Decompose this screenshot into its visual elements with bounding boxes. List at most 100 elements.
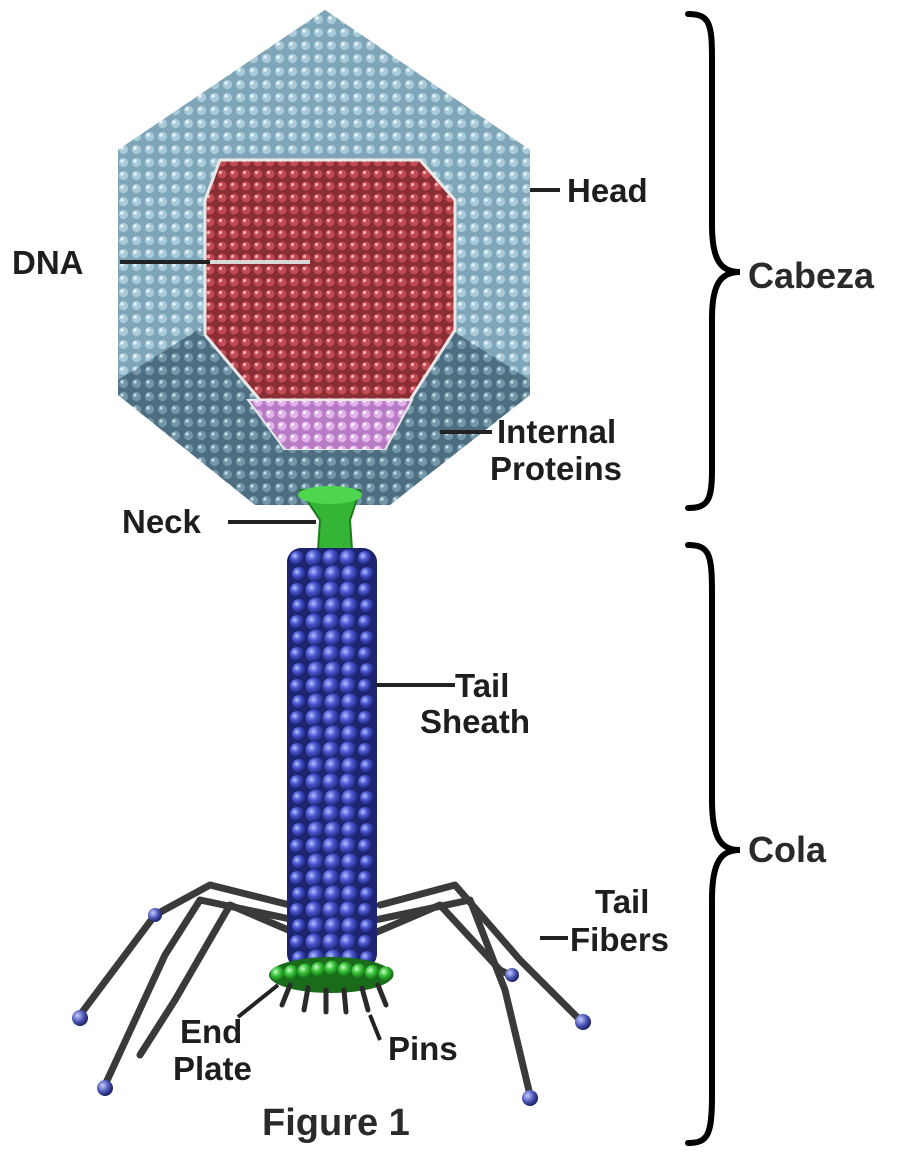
region-label-tail: Cola <box>748 829 827 870</box>
sheath-bead <box>342 758 359 775</box>
sheath-bead <box>306 614 323 631</box>
label-internal-2: Proteins <box>490 450 622 487</box>
leader-endplate <box>238 985 278 1017</box>
sheath-bead <box>360 887 374 901</box>
sheath-bead <box>290 615 304 629</box>
sheath-bead <box>358 871 372 885</box>
sheath-bead <box>360 599 374 613</box>
sheath-bead <box>308 822 325 839</box>
sheath-bead <box>325 694 342 711</box>
sheath-bead <box>306 582 323 599</box>
sheath-bead <box>323 870 340 887</box>
fiber-tip <box>97 1080 113 1096</box>
sheath-bead <box>340 806 357 823</box>
dna-core <box>205 160 455 400</box>
sheath-bead <box>360 791 374 805</box>
sheath-bead <box>308 758 325 775</box>
sheath-bead <box>323 838 340 855</box>
sheath-bead <box>306 646 323 663</box>
sheath-bead <box>308 566 325 583</box>
sheath-bead <box>306 902 323 919</box>
brace-head <box>688 14 740 508</box>
sheath-bead <box>340 934 357 951</box>
sheath-bead <box>340 838 357 855</box>
pin <box>282 985 290 1005</box>
label-tail-fibers-1: Tail <box>595 883 649 920</box>
sheath-bead <box>360 919 374 933</box>
sheath-bead <box>358 807 372 821</box>
end-plate-bead <box>284 965 299 980</box>
sheath-bead <box>358 935 372 949</box>
sheath-bead <box>325 822 342 839</box>
sheath-bead <box>358 743 372 757</box>
sheath-bead <box>323 614 340 631</box>
sheath-bead <box>306 934 323 951</box>
sheath-bead <box>323 774 340 791</box>
sheath-bead <box>342 822 359 839</box>
sheath-bead <box>360 823 374 837</box>
sheath-bead <box>306 742 323 759</box>
sheath-bead <box>342 726 359 743</box>
sheath-bead <box>342 854 359 871</box>
leader-pins <box>370 1015 380 1040</box>
sheath-bead <box>290 807 304 821</box>
pin <box>304 988 308 1010</box>
label-tail-fibers-2: Fibers <box>570 921 669 958</box>
sheath-bead <box>342 598 359 615</box>
label-head: Head <box>567 172 648 209</box>
sheath-bead <box>292 919 306 933</box>
fiber-tip <box>522 1090 538 1106</box>
pin <box>344 990 346 1012</box>
end-plate-bead <box>365 965 380 980</box>
sheath-bead <box>342 694 359 711</box>
sheath-bead <box>342 918 359 935</box>
sheath-bead <box>342 662 359 679</box>
sheath-bead <box>290 903 304 917</box>
sheath-bead <box>360 631 374 645</box>
sheath-bead <box>290 583 304 597</box>
sheath-bead <box>290 839 304 853</box>
sheath-bead <box>306 806 323 823</box>
sheath-bead <box>325 854 342 871</box>
sheath-bead <box>323 742 340 759</box>
sheath-bead <box>306 710 323 727</box>
sheath-bead <box>325 758 342 775</box>
sheath-bead <box>292 727 306 741</box>
label-dna: DNA <box>12 244 84 281</box>
sheath-bead <box>340 678 357 695</box>
sheath-bead <box>308 918 325 935</box>
fiber-tip <box>72 1010 88 1026</box>
sheath-bead <box>360 663 374 677</box>
sheath-bead <box>340 614 357 631</box>
sheath-bead <box>308 598 325 615</box>
sheath-bead <box>358 711 372 725</box>
sheath-bead <box>292 631 306 645</box>
figure-caption: Figure 1 <box>262 1102 410 1144</box>
pin <box>362 988 368 1010</box>
sheath-bead <box>358 679 372 693</box>
end-plate-bead <box>338 962 353 977</box>
end-plate-bead <box>325 961 340 976</box>
sheath-bead <box>292 599 306 613</box>
sheath-bead <box>308 726 325 743</box>
sheath-bead <box>290 551 304 565</box>
sheath-bead <box>323 550 340 567</box>
end-plate-bead <box>352 964 367 979</box>
sheath-bead <box>360 727 374 741</box>
fiber-tip <box>505 968 519 982</box>
sheath-bead <box>292 887 306 901</box>
sheath-bead <box>340 742 357 759</box>
sheath-bead <box>290 935 304 949</box>
sheath-bead <box>290 871 304 885</box>
sheath-bead <box>290 711 304 725</box>
sheath-bead <box>308 790 325 807</box>
sheath-bead <box>325 918 342 935</box>
sheath-bead <box>323 582 340 599</box>
sheath-bead <box>308 886 325 903</box>
sheath-bead <box>292 759 306 773</box>
sheath-bead <box>325 662 342 679</box>
end-plate-bead <box>379 967 394 982</box>
sheath-bead <box>323 806 340 823</box>
end-plate-bead <box>311 962 326 977</box>
